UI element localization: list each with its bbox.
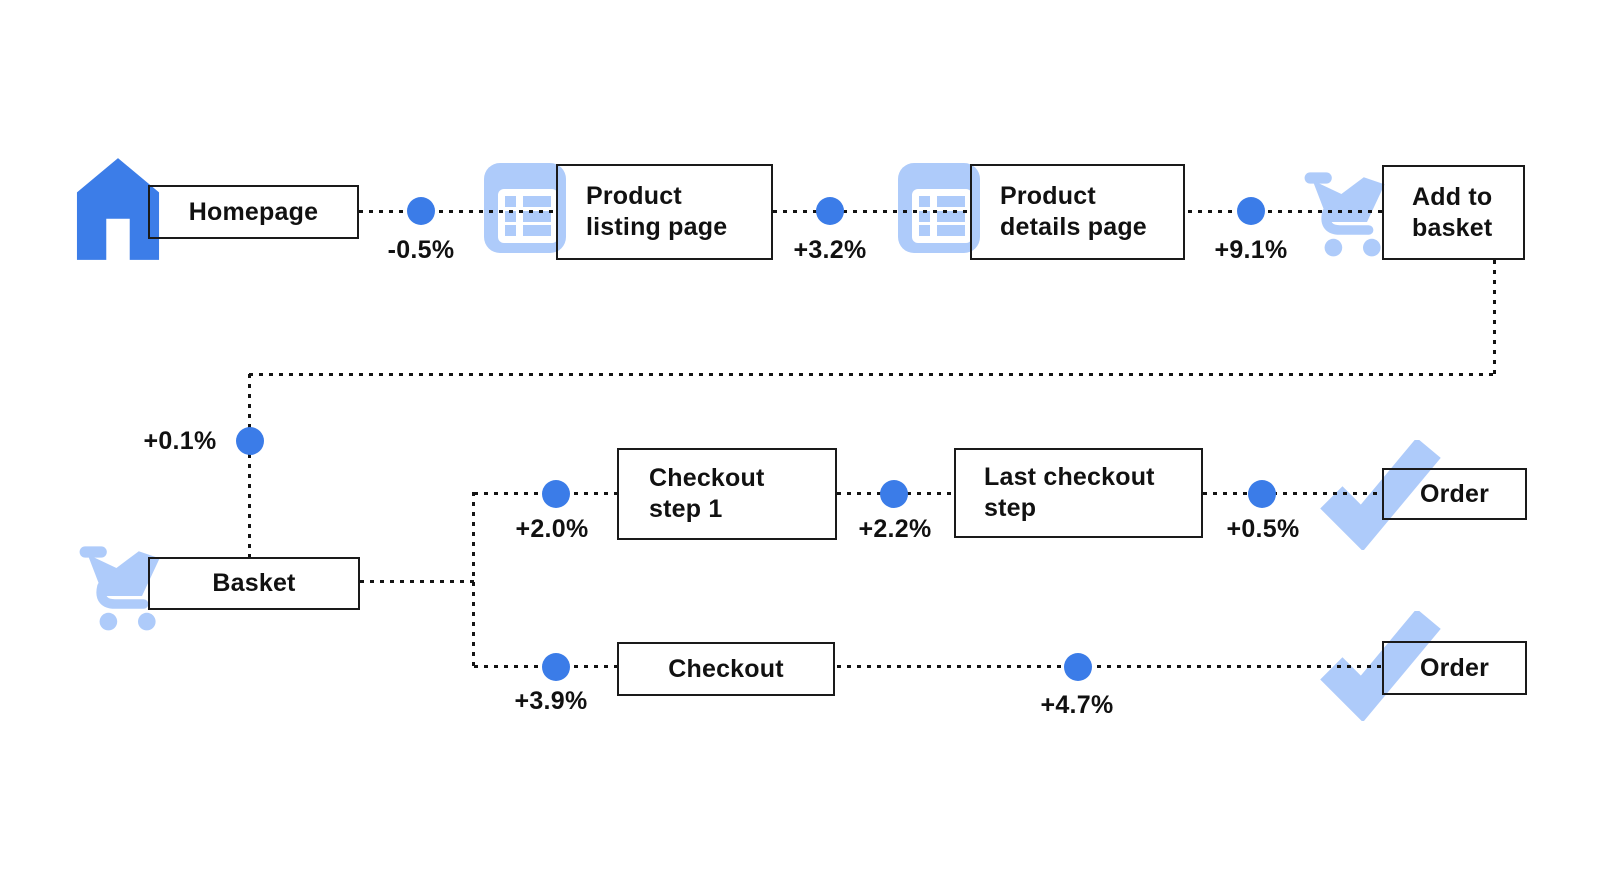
node-label: Last checkout bbox=[984, 463, 1155, 491]
transition-dot bbox=[236, 427, 264, 455]
delta-label: +0.1% bbox=[143, 427, 217, 455]
connector-branch-vertical bbox=[472, 492, 475, 668]
transition-dot bbox=[1237, 197, 1265, 225]
connector-elbow-horizontal bbox=[249, 373, 1495, 376]
delta-label: +9.1% bbox=[1214, 236, 1288, 264]
transition-dot bbox=[816, 197, 844, 225]
check-icon bbox=[1318, 440, 1442, 550]
connector-checkout-order bbox=[837, 665, 1382, 668]
list-page-icon bbox=[898, 163, 980, 253]
node-label: Checkout bbox=[649, 464, 765, 492]
connector-lastcheckout-order bbox=[1203, 492, 1382, 495]
transition-dot bbox=[1064, 653, 1092, 681]
list-page-inner bbox=[912, 189, 972, 243]
node-label: Product bbox=[1000, 182, 1096, 210]
transition-dot bbox=[542, 653, 570, 681]
node-label: Checkout bbox=[668, 654, 784, 683]
node-label: Basket bbox=[212, 569, 296, 597]
node-last-checkout-step: Last checkout step bbox=[954, 448, 1203, 538]
connector-drop-to-basket bbox=[248, 374, 251, 557]
node-label: Order bbox=[1419, 479, 1490, 508]
delta-label: +0.5% bbox=[1226, 515, 1300, 543]
delta-label: -0.5% bbox=[387, 236, 455, 264]
node-label: step 1 bbox=[649, 495, 723, 523]
list-page-inner bbox=[498, 189, 558, 243]
node-label: Homepage bbox=[188, 197, 319, 226]
cart-icon bbox=[70, 532, 174, 636]
node-label: details page bbox=[1000, 213, 1147, 241]
list-page-icon bbox=[484, 163, 566, 253]
connector-listing-details bbox=[773, 210, 970, 213]
connector-addtobasket-drop bbox=[1493, 260, 1496, 375]
transition-dot bbox=[542, 480, 570, 508]
connector-details-addtobasket bbox=[1188, 210, 1382, 213]
connector-homepage-listing bbox=[359, 210, 556, 213]
node-label: Add to bbox=[1412, 182, 1493, 211]
connector-basket-branch bbox=[360, 580, 474, 583]
transition-dot bbox=[407, 197, 435, 225]
delta-label: +3.2% bbox=[793, 236, 867, 264]
check-icon bbox=[1318, 611, 1442, 721]
transition-dot bbox=[880, 480, 908, 508]
node-homepage: Homepage bbox=[148, 185, 359, 239]
node-product-details-page: Product details page bbox=[970, 164, 1185, 260]
delta-label: +3.9% bbox=[514, 687, 588, 715]
delta-label: +2.0% bbox=[515, 515, 589, 543]
node-label: Product bbox=[586, 182, 682, 210]
node-checkout-step-1: Checkout step 1 bbox=[617, 448, 837, 540]
home-icon bbox=[75, 156, 161, 262]
delta-label: +4.7% bbox=[1040, 691, 1114, 719]
transition-dot bbox=[1248, 480, 1276, 508]
node-product-listing-page: Product listing page bbox=[556, 164, 773, 260]
node-label: listing page bbox=[586, 213, 728, 241]
node-basket: Basket bbox=[148, 557, 360, 610]
node-label: basket bbox=[1412, 213, 1493, 242]
node-label: step bbox=[984, 494, 1037, 522]
delta-label: +2.2% bbox=[858, 515, 932, 543]
node-checkout: Checkout bbox=[617, 642, 835, 696]
node-label: Order bbox=[1419, 653, 1490, 682]
node-order-top: Order bbox=[1382, 468, 1527, 520]
node-add-to-basket: Add to basket bbox=[1382, 165, 1525, 260]
node-order-bottom: Order bbox=[1382, 641, 1527, 695]
